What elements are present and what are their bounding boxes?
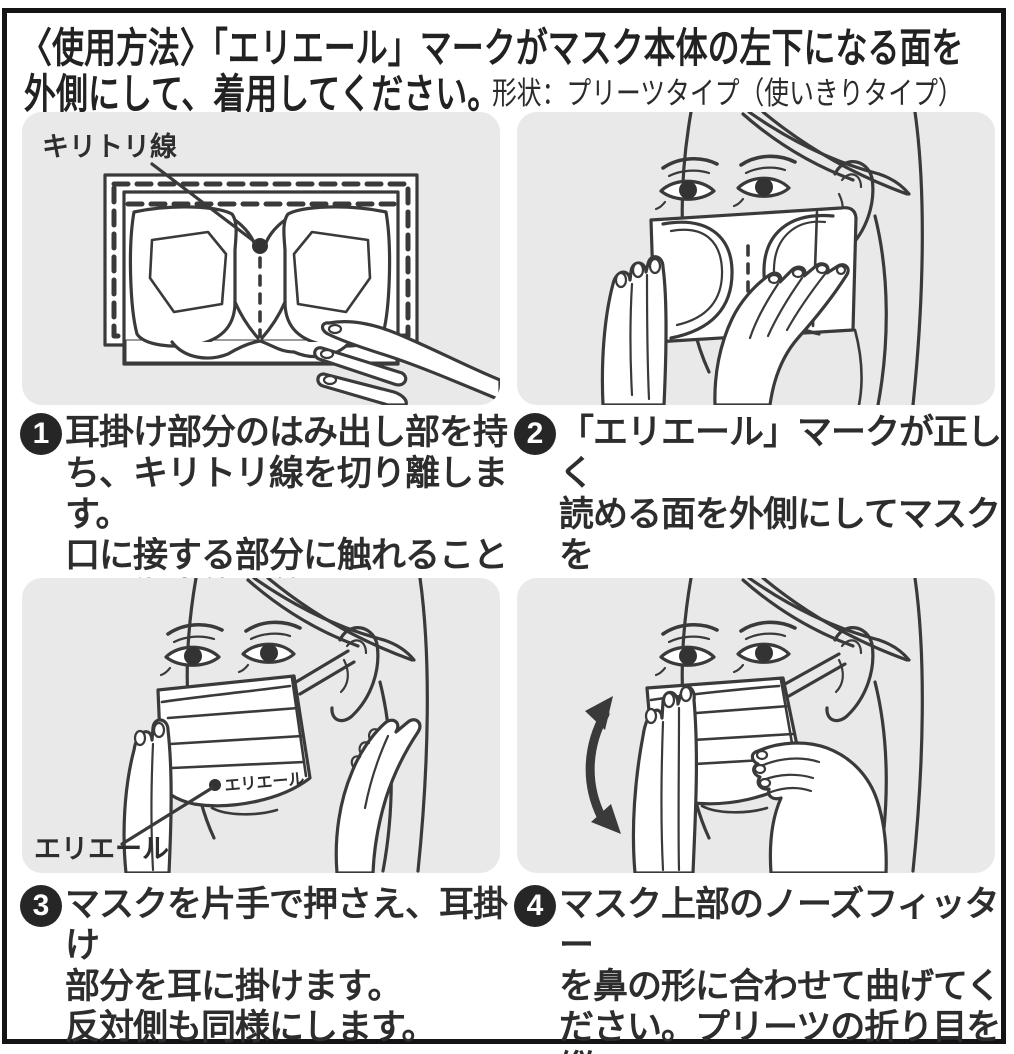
- panel-4-spread-pleats: [517, 578, 995, 873]
- elleair-label: エリエール: [34, 834, 169, 864]
- step-2-number-badge: 2: [514, 413, 556, 455]
- panel-1-cutline-diagram: キリトリ線: [22, 112, 500, 405]
- spread-pleats-illustration: [585, 578, 925, 873]
- worn-mask-drawing: エリエール: [156, 649, 356, 816]
- cutline-leader-line: [150, 162, 257, 244]
- step-3: 3 マスクを片手で押さえ、耳掛け 部分を耳に掛けます。 反対側も同様にします。: [20, 884, 512, 1048]
- step-4-number-badge: 4: [514, 885, 556, 927]
- step-4-text: マスク上部のノーズフィッター を鼻の形に合わせて曲げてく ださい。プリーツの折り…: [559, 885, 1001, 1054]
- header-line1: 〈使用方法〉「エリエール」マークがマスク本体の左下になる面を: [20, 25, 964, 71]
- header-line2: 外側にして、着用してください。: [24, 71, 500, 117]
- panel-3-hook-earloop: エリエール エリエール: [22, 578, 500, 873]
- cutline-label: キリトリ線: [42, 131, 177, 162]
- step-3-number-badge: 3: [20, 885, 62, 927]
- left-hand-drawing: [600, 255, 668, 405]
- right-hand-drawing: [750, 741, 888, 873]
- step-3-text: マスクを片手で押さえ、耳掛け 部分を耳に掛けます。 反対側も同様にします。: [65, 885, 508, 1047]
- perforation-dashed-rect: [111, 181, 411, 339]
- hook-earloop-illustration: エリエール エリエール: [34, 578, 430, 873]
- step-4: 4 マスク上部のノーズフィッター を鼻の形に合わせて曲げてく ださい。プリーツの…: [514, 884, 1006, 1054]
- mask-halves-drawing: [128, 205, 392, 360]
- hand-drawing: [313, 320, 500, 405]
- left-hand-drawing: [631, 685, 699, 873]
- right-hand-drawing: [713, 262, 850, 405]
- stretch-arrow-icon: [585, 696, 621, 834]
- header-shape-note: 形状：プリーツタイプ（使いきりタイプ）: [492, 76, 963, 111]
- step-1-number-badge: 1: [20, 413, 62, 455]
- mask-logo-text: エリエール: [224, 771, 305, 795]
- panel-2-hold-mask: [517, 112, 995, 405]
- logo-leader-line: [120, 786, 214, 846]
- hold-mask-illustration: [600, 112, 924, 405]
- right-hand-drawing: [334, 718, 422, 873]
- cutline-diagram-illustration: キリトリ線: [42, 131, 500, 405]
